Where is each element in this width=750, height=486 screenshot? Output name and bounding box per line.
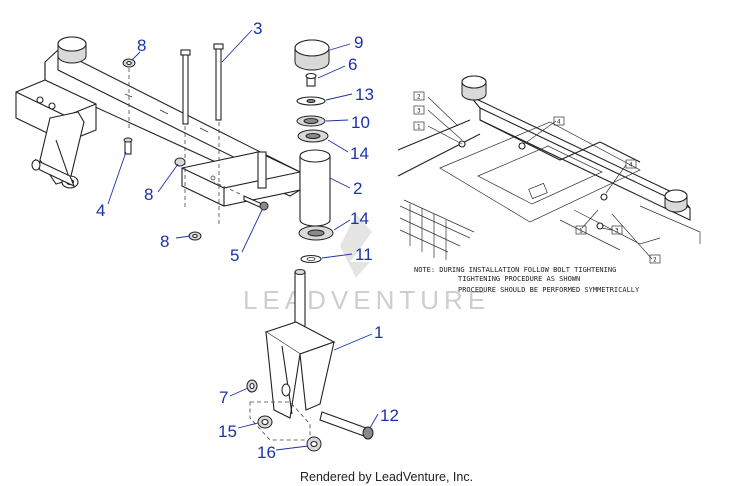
callout-11: 11 <box>355 245 373 264</box>
axle-bolt-part-12 <box>319 411 374 440</box>
note-line-2: TIGHTENING PROCEDURE AS SHOWN <box>458 275 580 283</box>
callout-8: 8 <box>137 36 146 55</box>
callout-3: 3 <box>253 19 262 38</box>
callout-15: 15 <box>218 422 237 441</box>
watermark: LEADVENTURE <box>243 214 490 315</box>
detail-box <box>649 254 661 264</box>
detail-box-label: 2 <box>417 94 421 101</box>
detail-box-label: 4 <box>557 119 561 126</box>
watermark-logo-icon <box>340 214 372 278</box>
detail-box <box>625 159 637 169</box>
note-line-3: PROCEDURE SHOULD BE PERFORMED SYMMETRICA… <box>458 286 640 294</box>
spindle-stack <box>294 39 334 264</box>
detail-box-label: 3 <box>615 228 619 235</box>
detail-box <box>413 91 425 101</box>
detail-box <box>611 225 623 235</box>
detail-box <box>413 121 425 131</box>
detail-box <box>413 105 425 115</box>
detail-box-label: 2 <box>653 257 657 264</box>
callout-8-mid: 8 <box>144 185 153 204</box>
callout-1: 1 <box>374 323 383 342</box>
installation-note: NOTE: DURING INSTALLATION FOLLOW BOLT TI… <box>414 266 640 294</box>
pin-part-4 <box>123 137 133 155</box>
detail-box <box>553 116 565 126</box>
installed-view <box>397 75 701 260</box>
spacer-parts-15-16 <box>249 401 322 452</box>
bolt-part-5 <box>213 181 269 211</box>
callout-8-low: 8 <box>160 232 169 251</box>
detail-box-label: 4 <box>629 162 633 169</box>
watermark-text: LEADVENTURE <box>243 285 490 315</box>
callout-14-lower: 14 <box>350 209 369 228</box>
footer-credit: Rendered by LeadVenture, Inc. <box>300 470 473 484</box>
caster-yoke-part-1 <box>264 269 336 419</box>
detail-box-label: 3 <box>417 108 421 115</box>
callout-10: 10 <box>351 113 370 132</box>
callouts: 3 8 9 6 13 10 14 2 14 11 4 8 8 5 1 7 12 … <box>96 19 399 462</box>
callout-7: 7 <box>219 388 228 407</box>
callout-13: 13 <box>355 85 374 104</box>
callout-4: 4 <box>96 201 105 220</box>
washer-part-7 <box>246 379 258 393</box>
callout-12: 12 <box>380 406 399 425</box>
callout-5: 5 <box>230 246 239 265</box>
leader-lines <box>107 29 379 451</box>
detail-box-label: 1 <box>417 124 421 131</box>
callout-16: 16 <box>257 443 276 462</box>
detail-box-label: 1 <box>579 228 583 235</box>
detail-labels: 2 3 1 4 4 1 3 2 <box>413 91 661 264</box>
callout-6: 6 <box>348 55 357 74</box>
bolt-part-3 <box>180 43 224 125</box>
note-line-1: NOTE: DURING INSTALLATION FOLLOW BOLT TI… <box>414 266 616 274</box>
detail-box <box>575 225 587 235</box>
callout-9: 9 <box>354 33 363 52</box>
callout-14: 14 <box>350 144 369 163</box>
axle-beam <box>15 36 301 207</box>
callout-2: 2 <box>353 179 362 198</box>
